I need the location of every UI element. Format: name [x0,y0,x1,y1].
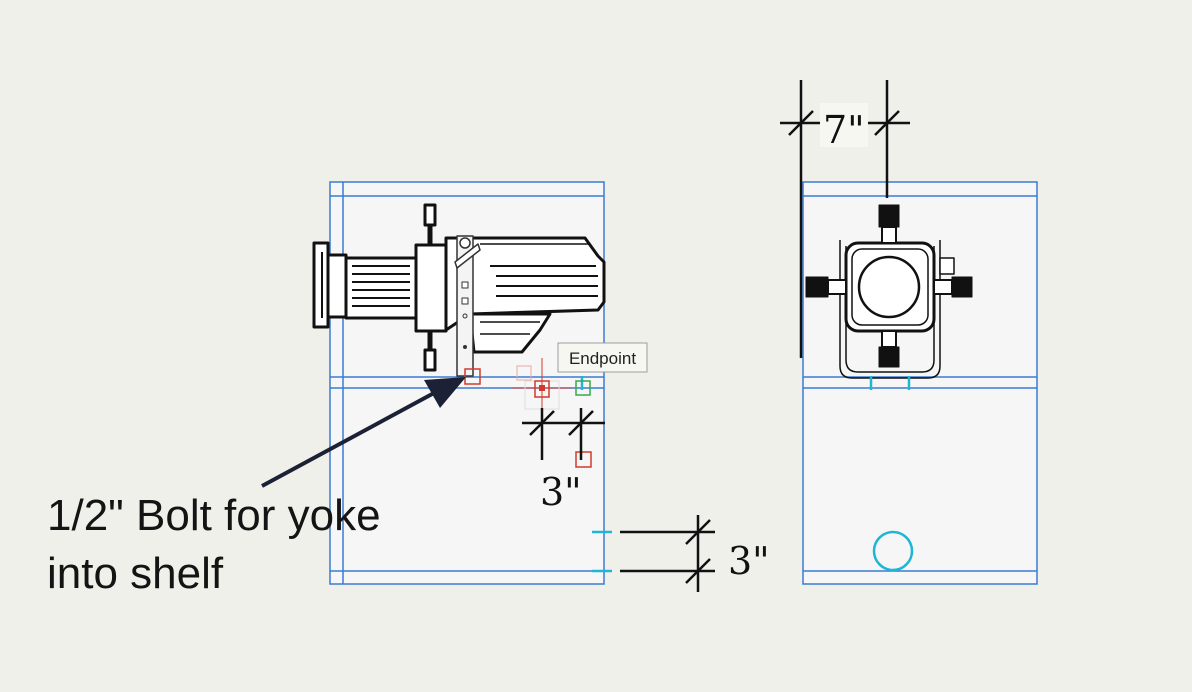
cyan-markers [580,376,911,573]
callout-text-line2: into shelf [47,549,224,598]
ellipsoidal-spotlight-side-icon[interactable] [312,203,606,377]
ellipsoidal-spotlight-front-icon[interactable] [805,204,973,379]
endpoint-tooltip: Endpoint [557,342,648,373]
dimension-bolt-label: 3" [540,470,582,514]
right-cabinet[interactable] [802,181,1038,585]
dimension-bolt-offset[interactable] [522,408,605,460]
dimension-top-label: 7" [823,108,865,152]
dimension-shelf-depth[interactable] [620,515,715,592]
pipe-hole-circle[interactable] [872,530,914,572]
dimension-top-label-bg [820,103,868,147]
snap-markers [464,358,592,468]
callout-text-line1: 1/2" Bolt for yoke [47,491,381,540]
dimension-shelf-label: 3" [728,539,770,583]
callout-arrow-icon [261,377,466,488]
endpoint-tooltip-label: Endpoint [569,349,636,368]
